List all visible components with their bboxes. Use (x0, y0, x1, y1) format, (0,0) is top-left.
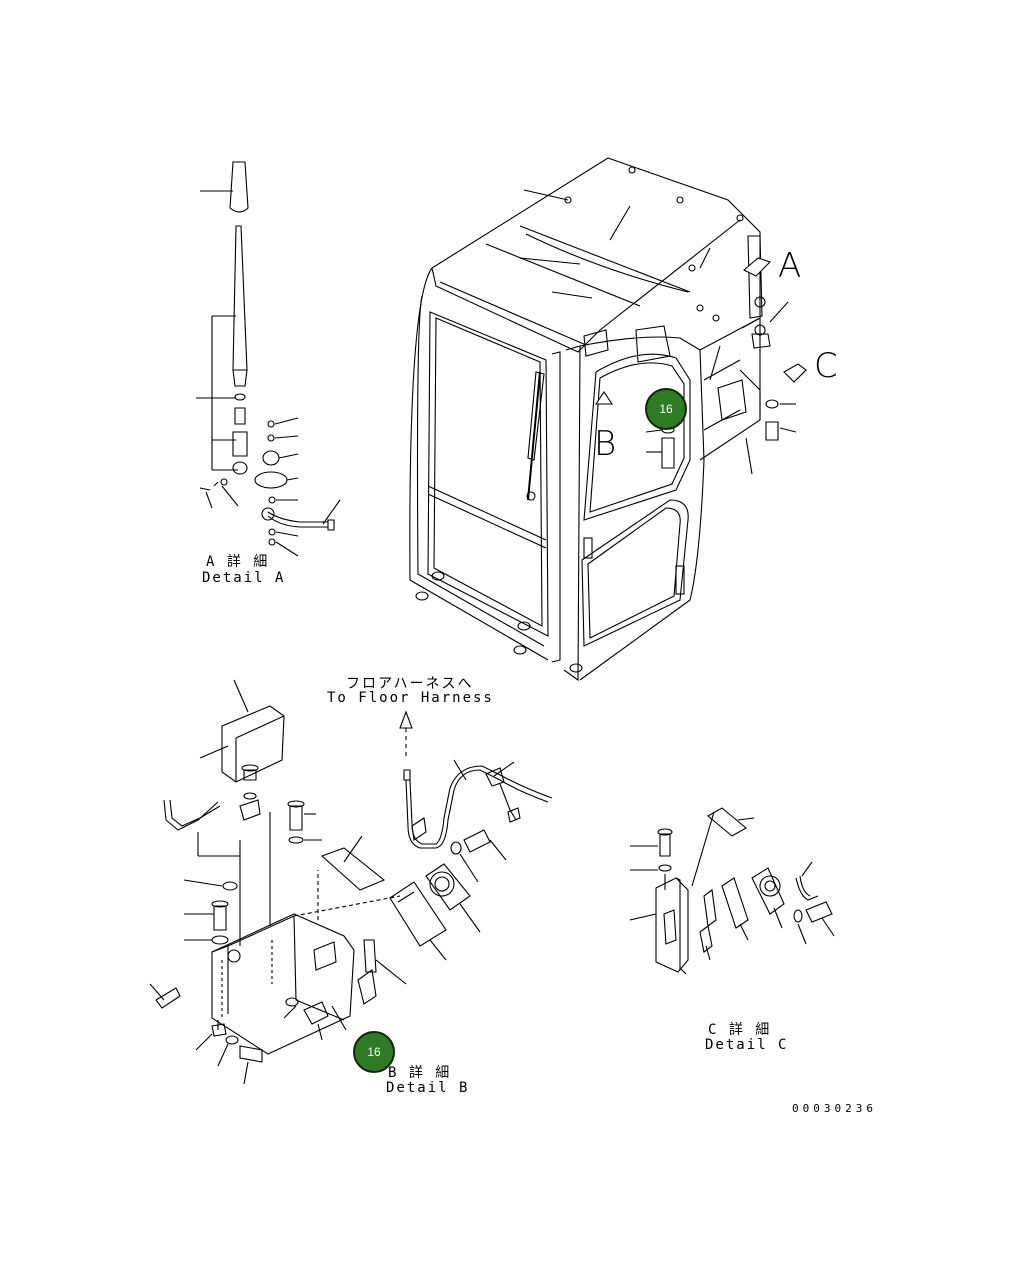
antenna-assembly (196, 161, 341, 557)
floor-harness-arrow (399, 710, 413, 760)
floor-harness-label-jp: フロアハーネスへ (346, 676, 474, 692)
part-hotspot-16-cab[interactable]: 16 (645, 388, 687, 430)
floor-harness-label-en: To Floor Harness (327, 690, 494, 706)
view-letter-a: A (778, 246, 802, 286)
detail-b-title-jp: B 詳 細 (388, 1065, 452, 1081)
detail-a-title-en: Detail A (202, 570, 286, 586)
detail-a-title-jp: A 詳 細 (206, 554, 270, 570)
detail-c-assembly (629, 807, 835, 975)
part-hotspot-16-detail-b[interactable]: 16 (353, 1031, 395, 1073)
detail-b-assembly (149, 679, 553, 1085)
view-letter-c: C (814, 346, 838, 386)
detail-b-title-en: Detail B (386, 1080, 470, 1096)
detail-c-title-en: Detail C (705, 1037, 789, 1053)
cab-assembly (409, 157, 807, 682)
detail-c-title-jp: C 詳 細 (708, 1022, 772, 1038)
view-letter-b: B (594, 424, 617, 464)
drawing-number: 00030236 (792, 1102, 877, 1115)
